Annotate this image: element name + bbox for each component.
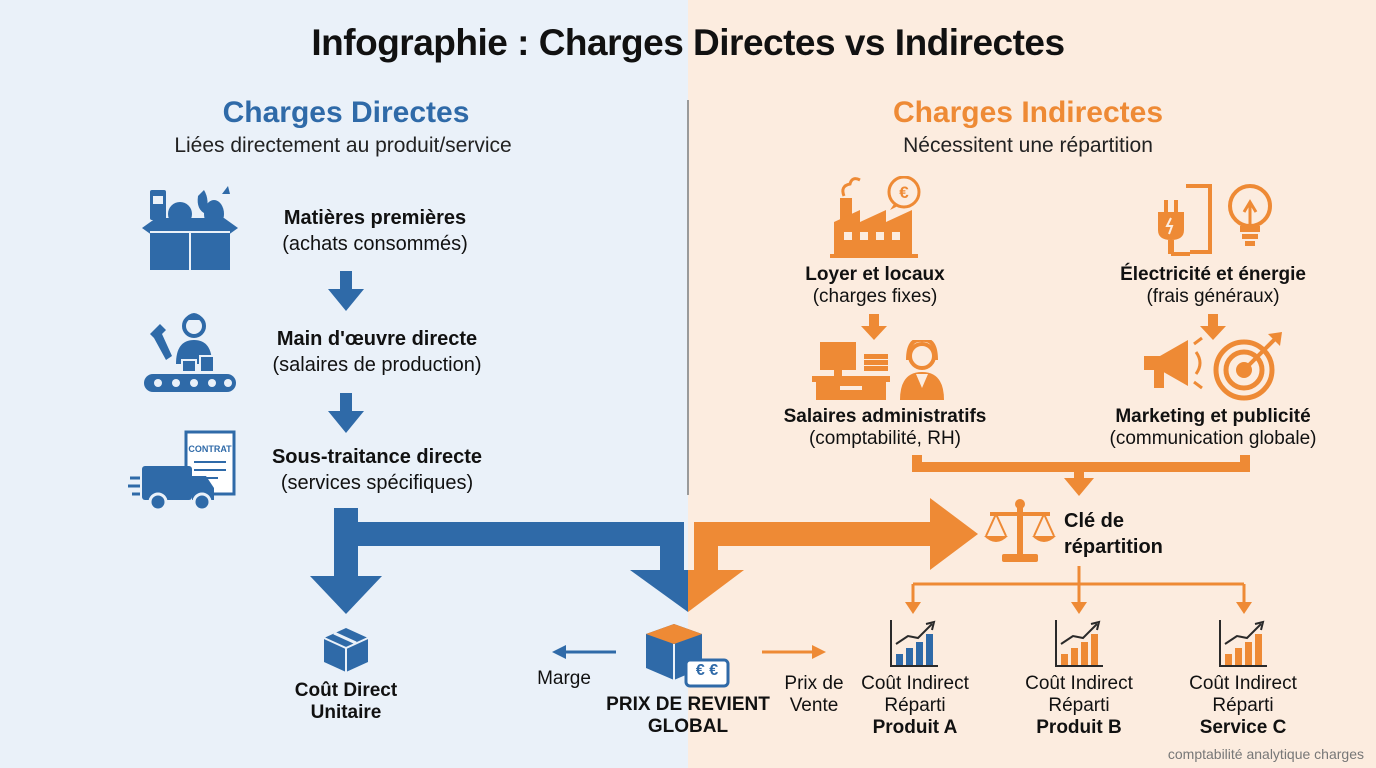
direct-step-arrow bbox=[328, 271, 364, 311]
allocation-key-line1: Clé de bbox=[1064, 510, 1125, 532]
direct-labor-item: Main d'œuvre directe (salaires de produc… bbox=[240, 326, 514, 378]
factory-euro-icon: € bbox=[830, 175, 926, 265]
rent-item: Loyer et locaux (charges fixes) bbox=[760, 264, 990, 308]
item-title: Marketing et publicité bbox=[1115, 406, 1311, 427]
bar-chart-icon bbox=[888, 618, 940, 673]
allocation-key-line2: répartition bbox=[1064, 536, 1163, 558]
item-title: Main d'œuvre directe bbox=[276, 328, 478, 350]
subcontracting-item: Sous-traitance directe (services spécifi… bbox=[240, 444, 514, 496]
balance-scale-icon bbox=[984, 496, 1056, 571]
delivery-truck-contract-icon: CONTRAT bbox=[128, 430, 240, 519]
sale-price-arrow bbox=[762, 645, 826, 659]
item-title: Loyer et locaux bbox=[805, 264, 945, 285]
allocation-line2: Réparti bbox=[1048, 695, 1110, 716]
allocation-product-a: Coût Indirect Réparti Produit A bbox=[843, 673, 987, 739]
sale-price-line1: Prix de bbox=[784, 673, 844, 694]
margin-arrow bbox=[552, 645, 616, 659]
indirect-heading: Charges Indirectes bbox=[892, 96, 1164, 129]
unit-cost-line1: Coût Direct bbox=[294, 680, 398, 701]
allocation-target: Service C bbox=[1199, 717, 1287, 738]
allocation-line2: Réparti bbox=[1212, 695, 1274, 716]
item-title: Électricité et énergie bbox=[1120, 264, 1306, 285]
item-title: Matières premières bbox=[283, 207, 467, 229]
item-note: (salaires de production) bbox=[272, 354, 482, 376]
direct-step-arrow bbox=[328, 393, 364, 433]
allocation-product-b: Coût Indirect Réparti Produit B bbox=[1007, 673, 1151, 739]
office-desk-employee-icon bbox=[810, 337, 950, 407]
megaphone-target-icon bbox=[1140, 330, 1286, 407]
allocation-tree bbox=[911, 566, 1246, 604]
margin-label: Marge bbox=[537, 668, 591, 689]
euro-badge: € € bbox=[695, 662, 719, 679]
item-note: (communication globale) bbox=[1109, 428, 1317, 449]
marketing-item: Marketing et publicité (communication gl… bbox=[1090, 406, 1336, 450]
allocation-line1: Coût Indirect bbox=[1189, 673, 1297, 694]
package-icon bbox=[322, 626, 370, 677]
direct-subheading: Liées directement au produit/service bbox=[174, 134, 512, 157]
column-divider bbox=[687, 100, 689, 495]
indirect-step-arrow bbox=[861, 314, 887, 340]
sale-price-label: Prix de Vente bbox=[776, 673, 852, 717]
allocation-target: Produit B bbox=[1036, 717, 1122, 738]
item-title: Sous-traitance directe bbox=[271, 446, 483, 468]
global-to-key-arrow bbox=[688, 498, 978, 612]
allocation-arrowheads bbox=[905, 602, 1252, 614]
contract-label: CONTRAT bbox=[188, 444, 232, 454]
direct-to-global-arrow bbox=[334, 522, 688, 612]
item-title: Salaires administratifs bbox=[783, 406, 987, 427]
allocation-line2: Réparti bbox=[884, 695, 946, 716]
admin-salaries-item: Salaires administratifs (comptabilité, R… bbox=[760, 406, 1010, 450]
worker-conveyor-icon bbox=[140, 308, 240, 401]
item-note: (achats consommés) bbox=[282, 233, 468, 255]
item-note: (comptabilité, RH) bbox=[808, 428, 962, 449]
direct-heading: Charges Directes bbox=[222, 96, 470, 129]
box-euro-icon: € € bbox=[644, 620, 730, 693]
sale-price-line2: Vente bbox=[789, 695, 839, 716]
raw-materials-box-icon bbox=[138, 184, 242, 279]
allocation-key-label: Clé de répartition bbox=[1064, 508, 1204, 560]
item-note: (frais généraux) bbox=[1146, 286, 1280, 307]
allocation-target: Produit A bbox=[872, 717, 958, 738]
plug-bulb-icon bbox=[1150, 182, 1274, 267]
allocation-line1: Coût Indirect bbox=[861, 673, 969, 694]
unit-cost-label: Coût Direct Unitaire bbox=[266, 680, 426, 724]
page-title: Infographie : Charges Directes vs Indire… bbox=[311, 22, 1065, 63]
item-note: (charges fixes) bbox=[812, 286, 938, 307]
allocation-service-c: Coût Indirect Réparti Service C bbox=[1171, 673, 1315, 739]
item-note: (services spécifiques) bbox=[280, 472, 474, 494]
indirect-step-arrow bbox=[1200, 314, 1226, 340]
global-cost-line2: GLOBAL bbox=[647, 716, 729, 737]
svg-text:€: € bbox=[899, 183, 909, 202]
global-cost-label: PRIX DE REVIENT GLOBAL bbox=[598, 694, 778, 738]
indirect-subheading: Nécessitent une répartition bbox=[903, 134, 1153, 157]
indirect-merge-bracket bbox=[912, 455, 1250, 496]
footer-caption: comptabilité analytique charges bbox=[1167, 746, 1364, 762]
raw-materials-item: Matières premières (achats consommés) bbox=[240, 205, 510, 257]
bar-chart-icon bbox=[1053, 618, 1105, 673]
unit-cost-line2: Unitaire bbox=[310, 702, 382, 723]
bar-chart-icon bbox=[1217, 618, 1269, 673]
global-cost-line1: PRIX DE REVIENT bbox=[606, 694, 770, 715]
energy-item: Électricité et énergie (frais généraux) bbox=[1090, 264, 1336, 308]
allocation-line1: Coût Indirect bbox=[1025, 673, 1133, 694]
